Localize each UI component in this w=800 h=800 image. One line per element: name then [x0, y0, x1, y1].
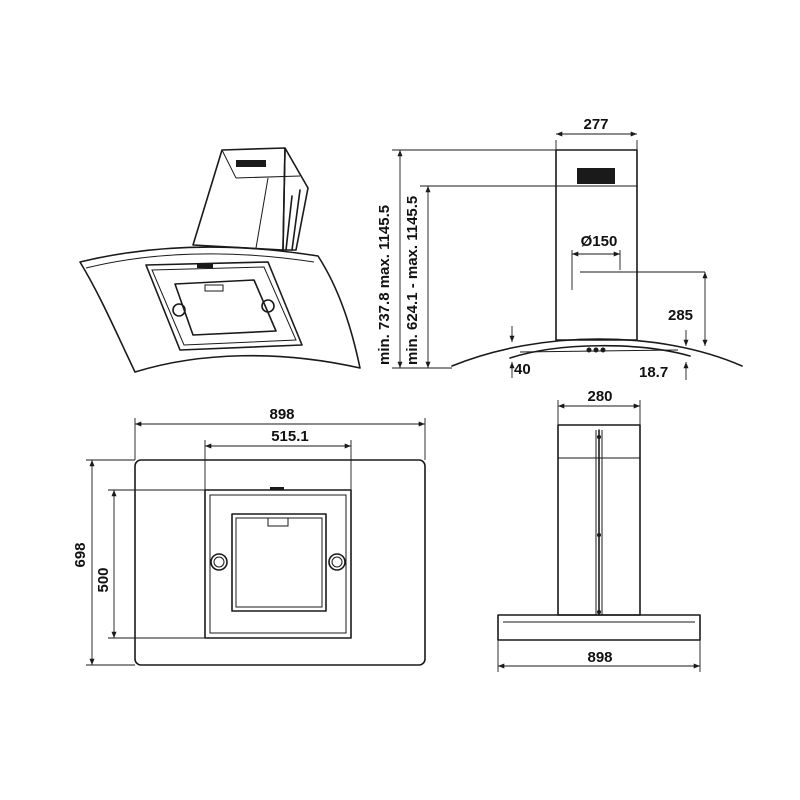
perspective-view [79, 147, 361, 373]
control-buttons-icon [270, 487, 284, 490]
control-buttons-icon [197, 264, 213, 268]
dim-285-label: 285 [668, 307, 693, 324]
dim-515-1-label: 515.1 [271, 428, 309, 445]
vent-grille-icon [236, 160, 266, 167]
dim-280-label: 280 [587, 388, 612, 405]
dim-277-label: 277 [583, 116, 608, 133]
dim-height-inner-label: min. 624.1 - max. 1145.5 [404, 196, 421, 365]
dim-height-outer-label: min. 737.8 max. 1145.5 [376, 205, 393, 365]
dim-698-label: 698 [72, 542, 89, 567]
dim-40-label: 40 [514, 361, 531, 378]
dim-500-label: 500 [95, 567, 112, 592]
dim-898-front-label: 898 [269, 406, 294, 423]
dim-18-7-label: 18.7 [639, 364, 668, 381]
rear-view: 280 898 [497, 388, 701, 672]
front-view: 898 515.1 698 500 [72, 406, 426, 666]
dim-898-side-label: 898 [587, 649, 612, 666]
side-view-wall: 277 Ø150 285 min. 737.8 max. 1145.5 min.… [376, 116, 743, 381]
vent-grille-icon [577, 168, 615, 184]
dim-diameter-label: Ø150 [581, 233, 618, 250]
